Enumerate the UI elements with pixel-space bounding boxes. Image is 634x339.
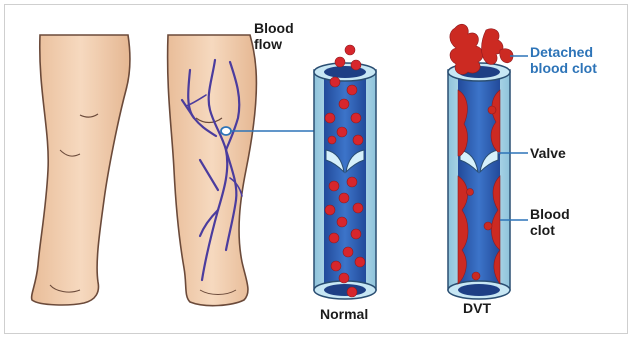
detached-clot-line2: blood clot: [530, 60, 597, 76]
blood-flow-line1: Blood: [254, 20, 294, 36]
detached-clot-label: Detached blood clot: [530, 44, 597, 76]
blood-clot-line1: Blood: [530, 206, 570, 222]
dvt-label: DVT: [463, 300, 491, 316]
blood-clot-label: Blood clot: [530, 206, 570, 238]
blood-flow-label: Blood flow: [254, 20, 294, 52]
valve-label: Valve: [530, 145, 566, 161]
vein-cross-section-dvt: [448, 63, 510, 299]
normal-label: Normal: [320, 306, 368, 322]
blood-flow-line2: flow: [254, 36, 294, 52]
vein-cross-section-normal: [314, 63, 376, 299]
blood-clot-line2: clot: [530, 222, 570, 238]
left-leg-illustration: [32, 35, 130, 305]
detached-clot-line1: Detached: [530, 44, 597, 60]
